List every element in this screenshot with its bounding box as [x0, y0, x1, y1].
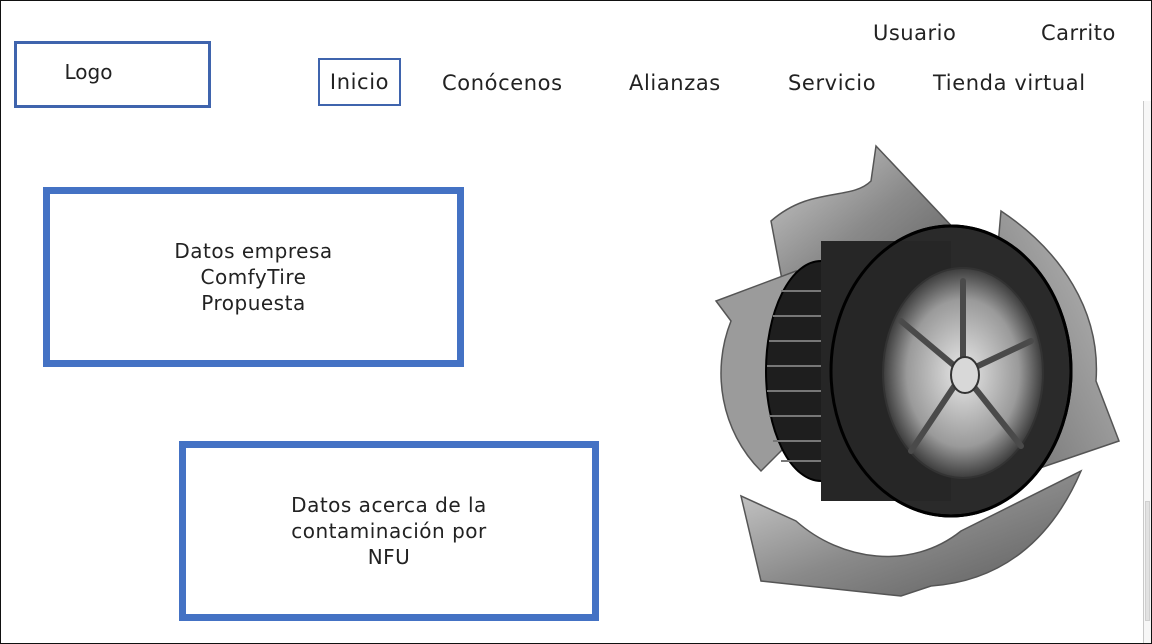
company-info-box: Datos empresa ComfyTire Propuesta — [43, 187, 464, 367]
recycled-tire-illustration — [714, 144, 1120, 597]
recycle-arrow-bottom — [739, 469, 1083, 597]
nav-item-tienda-virtual[interactable]: Tienda virtual — [933, 71, 1086, 95]
tire-outline — [829, 224, 1073, 518]
nav-item-conocenos[interactable]: Conócenos — [442, 71, 563, 95]
rim-hub — [950, 356, 980, 394]
scrollbar-thumb[interactable] — [1145, 501, 1150, 621]
vertical-scrollbar[interactable] — [1143, 101, 1151, 643]
pollution-info-line: contaminación por — [291, 519, 487, 543]
nav-item-inicio[interactable]: Inicio — [318, 58, 401, 106]
logo-label: Logo — [64, 59, 113, 84]
nav-item-label: Inicio — [329, 70, 390, 94]
pollution-info-box: Datos acerca de la contaminación por NFU — [179, 441, 599, 621]
company-info-line: Datos empresa — [174, 239, 333, 263]
company-info-line: ComfyTire — [200, 265, 307, 289]
company-info-text: Datos empresa ComfyTire Propuesta — [174, 238, 332, 316]
pollution-info-line: Datos acerca de la — [291, 493, 487, 517]
cart-link[interactable]: Carrito — [1041, 21, 1116, 45]
nav-item-alianzas[interactable]: Alianzas — [629, 71, 721, 95]
pollution-info-line: NFU — [367, 545, 411, 569]
company-info-line: Propuesta — [201, 291, 306, 315]
pollution-info-text: Datos acerca de la contaminación por NFU — [291, 492, 487, 570]
logo-placeholder[interactable]: Logo — [14, 41, 211, 108]
nav-item-servicio[interactable]: Servicio — [788, 71, 877, 95]
user-link[interactable]: Usuario — [873, 21, 957, 45]
